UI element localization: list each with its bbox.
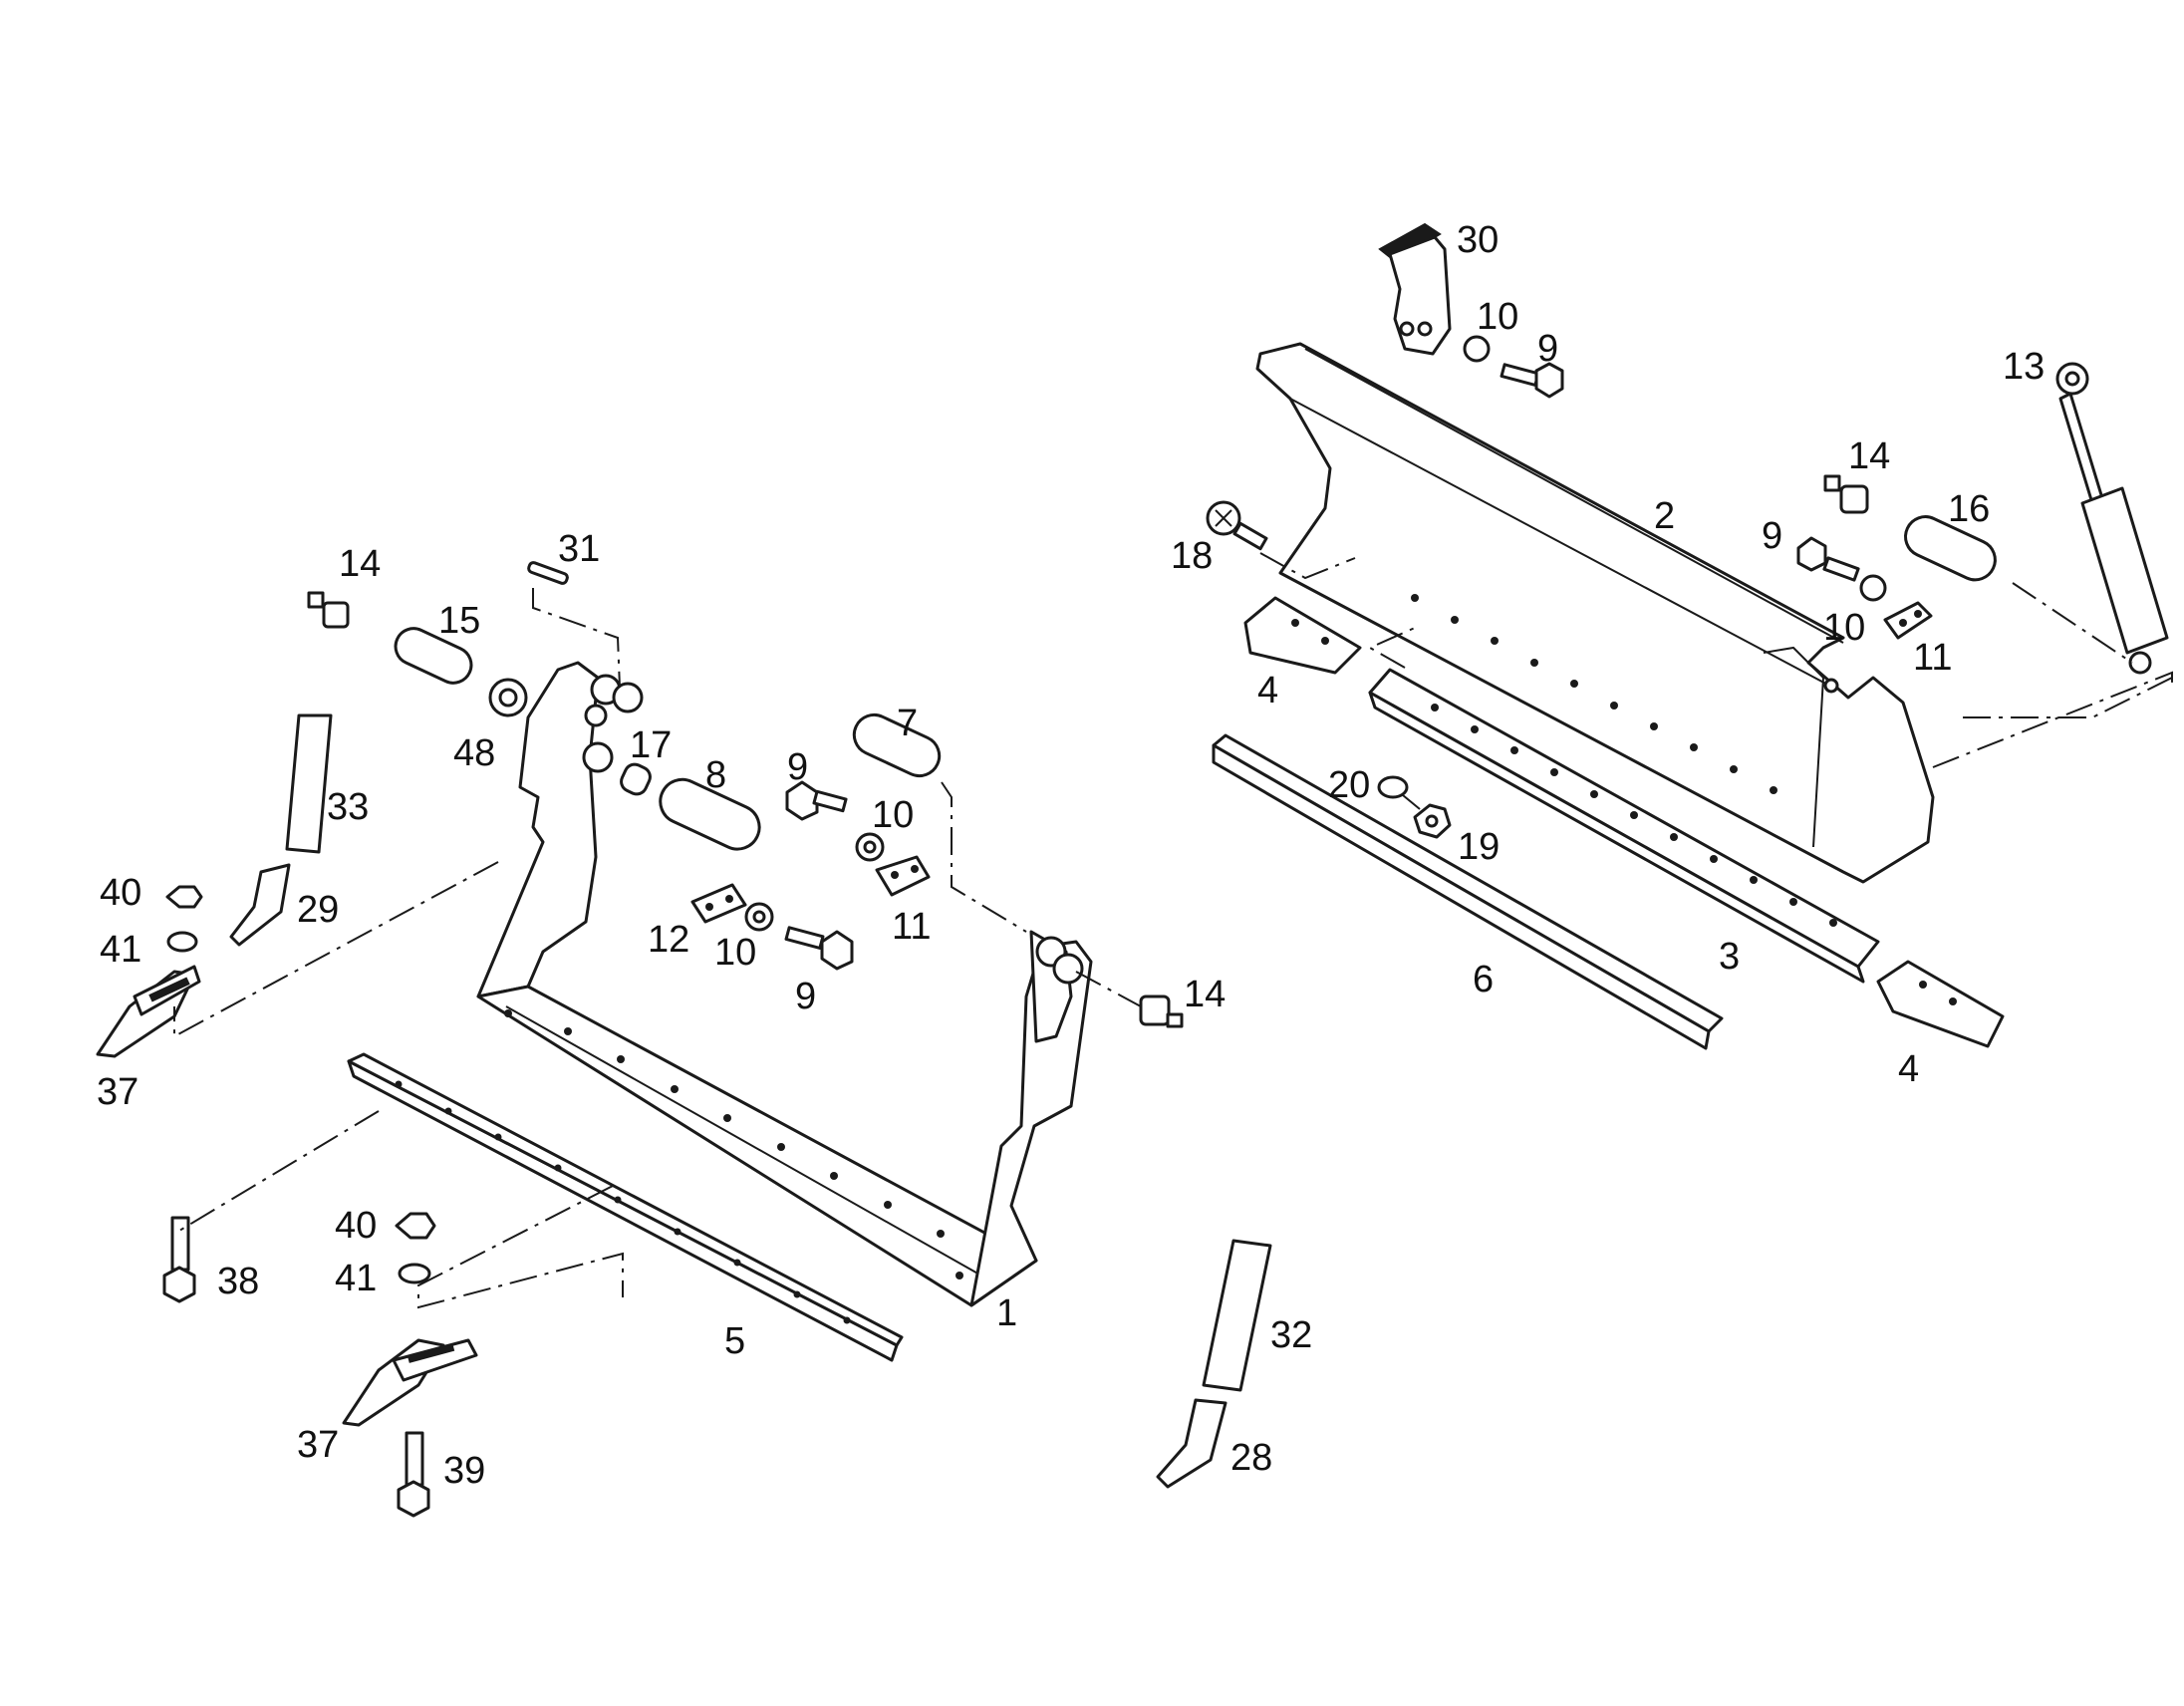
callout-39: 39 (443, 1450, 485, 1492)
callout-9-c: 9 (1537, 328, 1558, 370)
pin-16 (1904, 515, 1997, 582)
callout-31: 31 (558, 528, 600, 570)
callout-19: 19 (1458, 826, 1500, 868)
callout-1: 1 (996, 1292, 1017, 1334)
callout-37-a: 37 (97, 1071, 138, 1113)
end-bit-4-right (1876, 960, 2005, 1048)
callout-18: 18 (1171, 535, 1213, 577)
callout-12: 12 (648, 919, 689, 961)
callout-14-c: 14 (1848, 435, 1890, 477)
callout-33: 33 (327, 786, 369, 828)
callout-10-a: 10 (872, 794, 914, 836)
callout-4-right: 4 (1898, 1048, 1919, 1090)
pin-7 (852, 712, 942, 778)
grease-nipple-14-right (1823, 474, 1869, 514)
callout-4-left: 4 (1257, 670, 1278, 711)
callout-20: 20 (1328, 764, 1370, 806)
callout-9-b: 9 (795, 976, 816, 1017)
strip-32 (1202, 1239, 1272, 1392)
clamp-12 (690, 883, 747, 924)
cutting-edge-5 (347, 1052, 904, 1362)
callout-41-b: 41 (335, 1258, 377, 1299)
strip-33 (285, 713, 333, 854)
callout-32: 32 (1270, 1314, 1312, 1356)
tooth-tip-29 (229, 863, 291, 947)
bolt-9-top (1500, 362, 1564, 399)
washer-10-top (1463, 335, 1491, 363)
callout-10-b: 10 (714, 932, 756, 974)
tooth-37-lower (342, 1338, 478, 1427)
callout-11-b: 11 (1913, 637, 1952, 679)
washer-10-right (1859, 574, 1887, 602)
bracket-30 (1378, 222, 1452, 356)
cutting-edge-6 (1212, 733, 1724, 1050)
callout-2: 2 (1654, 495, 1675, 537)
callout-29: 29 (297, 889, 339, 931)
bolt-39 (397, 1431, 430, 1518)
nut-40-lower (395, 1212, 436, 1240)
callout-13: 13 (2003, 346, 2045, 388)
washer-10-upper (855, 832, 885, 862)
washer-41-lower (398, 1263, 431, 1284)
callout-6: 6 (1473, 959, 1494, 1000)
pin-31 (527, 561, 569, 585)
callout-14-a: 14 (339, 543, 381, 585)
nut-19 (1413, 803, 1452, 839)
callout-10-c: 10 (1477, 296, 1518, 338)
callout-30: 30 (1457, 219, 1499, 261)
callout-37-b: 37 (297, 1424, 339, 1466)
callout-9-a: 9 (787, 746, 808, 788)
bush-17 (620, 762, 652, 796)
callout-41-a: 41 (100, 929, 141, 971)
bucket-frame (476, 661, 1093, 1307)
washer-10-lower (744, 902, 774, 932)
callout-48: 48 (453, 732, 495, 774)
pin-8 (659, 777, 761, 851)
callout-28: 28 (1230, 1437, 1272, 1479)
grease-nipple-14-left (307, 591, 350, 629)
callout-14-b: 14 (1184, 974, 1226, 1015)
callout-40-a: 40 (100, 872, 141, 914)
pin-15 (394, 627, 473, 685)
callout-5: 5 (724, 1320, 745, 1362)
tooth-tip-28 (1156, 1398, 1228, 1489)
callout-7: 7 (897, 703, 918, 744)
callout-38: 38 (217, 1261, 259, 1302)
bolt-9-upper-left (785, 780, 848, 821)
callout-16: 16 (1948, 488, 1990, 530)
clamp-11-right (1883, 601, 1933, 640)
callout-8: 8 (705, 754, 726, 796)
callout-40-b: 40 (335, 1205, 377, 1247)
clamp-11-left (875, 855, 931, 897)
bolt-9-right (1796, 536, 1860, 582)
callout-labels: 1 2 3 4 4 5 6 7 8 9 9 9 9 10 10 10 10 11… (97, 219, 2045, 1492)
callout-10-d: 10 (1823, 607, 1865, 649)
callout-9-d: 9 (1762, 515, 1782, 557)
cutting-edge-3 (1368, 668, 1880, 984)
bolt-38 (162, 1216, 196, 1303)
gas-spring-13 (2055, 362, 2169, 675)
nut-40-upper (165, 885, 203, 909)
callout-11-a: 11 (892, 906, 931, 948)
bolt-9-lower-left (784, 926, 854, 971)
callout-17: 17 (630, 724, 672, 766)
tooth-37-upper (96, 965, 201, 1058)
washer-48 (488, 678, 528, 717)
callout-3: 3 (1719, 936, 1740, 978)
washer-41-upper (166, 931, 198, 953)
end-bit-4-left (1243, 596, 1362, 675)
blade-2 (1255, 342, 1935, 884)
grease-nipple-14-mid (1139, 995, 1184, 1028)
washer-20 (1377, 775, 1409, 799)
callout-15: 15 (438, 600, 480, 642)
screw-18 (1206, 500, 1268, 551)
